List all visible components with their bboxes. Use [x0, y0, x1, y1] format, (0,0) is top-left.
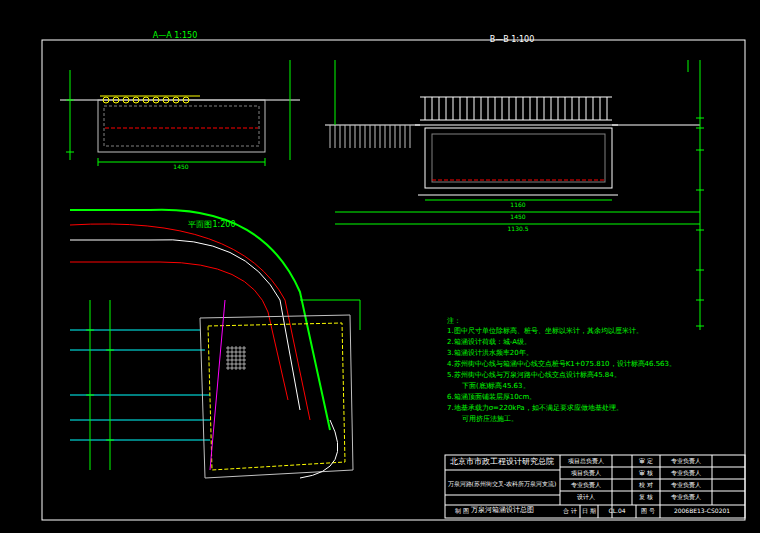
drawing-label: 专业负责人 — [671, 482, 701, 489]
drawing-label: 7.地基承载力σ=220kPa，如不满足要求应做地基处理。 — [447, 405, 623, 413]
drawing-label: 1160 — [510, 202, 525, 209]
drawing-label: 专业负责人 — [571, 482, 601, 489]
drawing-label: 2006BE13-CS0201 — [674, 508, 730, 515]
drawing-label: 图 号 — [641, 508, 655, 515]
drawing-label: 项目负责人 — [571, 470, 601, 477]
drawing-label: 1.图中尺寸单位除标高、桩号、坐标以米计，其余均以厘米计。 — [447, 328, 643, 336]
drawing-label: CL.04 — [608, 508, 625, 515]
drawing-label: 1450 — [510, 214, 525, 221]
drawing-label: 项目总负责人 — [568, 458, 604, 465]
drawing-label: 万泉河箱涵设计总图 — [471, 507, 534, 515]
drawing-label: 专业负责人 — [671, 470, 701, 477]
drawing-label: 下面(底)标高45.63。 — [462, 383, 530, 391]
drawing-label: 专业负责人 — [671, 458, 701, 465]
drawing-label: 万泉河路(苏州街交叉-农科所万泉河支流) — [448, 481, 557, 488]
drawing-label: 专业负责人 — [671, 494, 701, 501]
drawing-label: A—A 1:150 — [153, 32, 198, 41]
drawing-label: 注： — [447, 318, 461, 326]
drawing-label: 北京市市政工程设计研究总院 — [450, 458, 554, 467]
drawing-label: 合 计 — [563, 508, 577, 515]
drawing-label: 日 期 — [582, 508, 596, 515]
drawing-label: 2.箱涵设计荷载：城-A级。 — [447, 339, 531, 347]
drawing-label: 4.苏州街中心线与箱涵中心线交点桩号K1+075.810，设计标高46.563。 — [447, 361, 676, 369]
drawing-label: 审 核 — [639, 470, 653, 477]
drawing-label: 复 核 — [639, 494, 653, 501]
drawing-label: 设计人 — [577, 494, 595, 501]
drawing-label: B—B 1:100 — [490, 36, 535, 45]
drawing-label: 平面图1:200 — [188, 221, 235, 230]
drawing-label: 5.苏州街中心线与万泉河路中心线交点设计标高45.84。 — [447, 372, 621, 380]
drawing-label: 制 图 — [455, 508, 469, 515]
drawing-label: 1450 — [173, 164, 188, 171]
drawing-label: 3.箱涵设计洪水频率20年。 — [447, 350, 533, 358]
drawing-label: 审 定 — [639, 458, 653, 465]
drawing-label: 6.箱涵顶面铺装层厚10cm。 — [447, 394, 536, 402]
drawing-label: 校 对 — [639, 482, 653, 489]
drawing-label: 可用挤压法施工。 — [462, 416, 518, 424]
drawing-label: 1130.5 — [508, 226, 529, 233]
